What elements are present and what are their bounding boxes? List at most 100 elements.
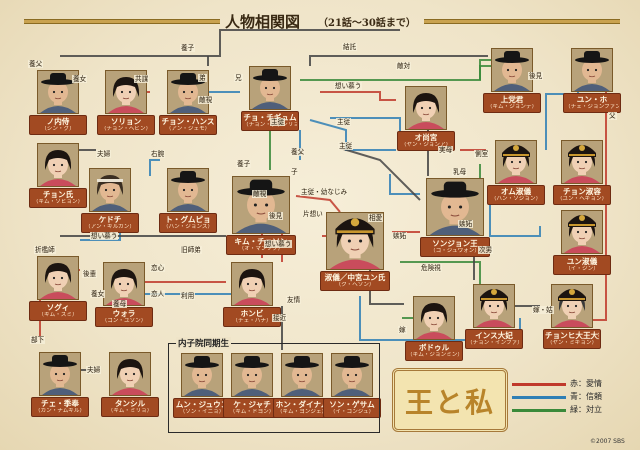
- actor-name: （キム・ソヒョン）: [32, 199, 84, 205]
- chart-title: 人物相関図 （21話～30話まで）: [0, 8, 640, 34]
- title-bar-right: [424, 19, 620, 24]
- relation-label: 主従: [270, 118, 286, 126]
- portrait-jotoshin: [491, 48, 533, 92]
- character-name: ウォラ: [112, 309, 136, 318]
- relation-label: 接近: [272, 314, 288, 322]
- actor-name: （ク・ヘソン）: [335, 282, 375, 288]
- classmates-title: 内子院同期生: [176, 337, 232, 349]
- relation-label: 養女: [90, 290, 106, 298]
- person-tanshiru: タンシル（キム・ミリョ）: [100, 352, 160, 417]
- nameplate-munju: ムン・ジュウン（ソン・イニョ）: [173, 398, 231, 418]
- person-chemaebong: チェ・季奉（カン・ナムギル）: [30, 352, 90, 417]
- actor-name: （キム・ミリョ）: [107, 408, 153, 414]
- portrait-insu: [473, 284, 515, 328]
- person-honbi: ホンビ（チェ・ハナ）: [222, 262, 282, 327]
- character-name: ソン・ゲサム: [329, 400, 375, 409]
- relation-line-trust: [489, 200, 541, 237]
- relation-line-neutral: [339, 147, 421, 201]
- legend-conflict: 緑：対立: [512, 404, 634, 417]
- nameplate-sogi: ソグィ（キム・スミ）: [29, 301, 87, 321]
- relation-line-neutral: [60, 29, 400, 57]
- nameplate-omsukui: オム淑儀（ハン・ソジョン）: [487, 185, 545, 205]
- actor-name: （キム・ドヨン）: [229, 409, 275, 415]
- relation-label: 恋人: [150, 290, 166, 298]
- character-name: ソリョン: [110, 117, 142, 126]
- relation-label: 折檻師: [34, 246, 56, 254]
- relation-label: 子: [290, 168, 299, 176]
- actor-name: （ハン・ジョンス）: [162, 224, 214, 230]
- relation-label: 相愛: [368, 214, 384, 222]
- nameplate-ura: ウォラ（コン・ユソン）: [95, 307, 153, 327]
- actor-name: （シン・グ）: [41, 126, 75, 132]
- actor-name: （カン・ナムギル）: [34, 408, 86, 414]
- actor-name: （キム・ジョンミン）: [407, 352, 461, 358]
- relation-label: 後見: [268, 212, 284, 220]
- relation-line-trust: [149, 159, 160, 176]
- portrait-chemaebong: [39, 352, 81, 396]
- person-munju: ムン・ジュウン（ソン・イニョ）: [172, 353, 232, 418]
- relation-label: 後輩: [82, 270, 98, 278]
- character-name: チョン氏: [42, 190, 74, 199]
- relation-line-conflict: [400, 261, 481, 284]
- nameplate-hondingam: ホン・ダイナム（キム・ヨンジェ）: [273, 398, 331, 418]
- logo-text: 王と私: [404, 386, 495, 419]
- character-name: ムン・ジュウン: [175, 400, 229, 409]
- portrait-nonaeshi: [37, 70, 79, 114]
- relation-label: 後見: [528, 72, 544, 80]
- person-yunsukui: ユン淑儀（イ・ジン）: [552, 210, 612, 275]
- person-soryon: ソリョン（チョン・ヘビン）: [96, 70, 156, 135]
- portrait-omsukui: [495, 140, 537, 184]
- nameplate-yunsukui: ユン淑儀（イ・ジン）: [553, 255, 611, 275]
- relation-label: 旧師弟: [180, 246, 202, 254]
- relation-line-neutral: [309, 55, 488, 66]
- relation-label: 危険視: [420, 264, 442, 272]
- character-name: タンシル: [114, 399, 146, 408]
- person-hondingam: ホン・ダイナム（キム・ヨンジェ）: [272, 353, 332, 418]
- person-kejakchi: ケ・ジャチ（キム・ドヨン）: [222, 353, 282, 418]
- relation-line-trust: [330, 117, 401, 132]
- actor-name: （ヤン・ミギョン）: [546, 340, 598, 346]
- relation-label: 敵視: [198, 96, 214, 104]
- person-jotoshin: 上党君（キム・ジョンテ）: [482, 48, 542, 113]
- relation-label: 想い慕う: [334, 82, 363, 90]
- actor-name: （ソン・イニョ）: [179, 409, 225, 415]
- logo: 王と私: [392, 368, 508, 432]
- actor-name: （キム・ヨンジェ）: [276, 409, 328, 415]
- relation-label: 共謀: [134, 75, 150, 83]
- relation-line-trust: [309, 119, 396, 151]
- relation-label: 右腕: [150, 150, 166, 158]
- relation-label: 嫉妬: [458, 220, 474, 228]
- relation-label: 乳母: [452, 168, 468, 176]
- character-name: ソグィ: [46, 303, 70, 312]
- character-name: チェ・季奉: [41, 399, 79, 408]
- nameplate-chonhui: チョンヒ大王大妃（ヤン・ミギョン）: [543, 329, 601, 349]
- nameplate-yunho: ユン・ホ（チェ・ジョンファン）: [563, 93, 621, 113]
- person-ura: ウォラ（コン・ユソン）: [94, 262, 154, 327]
- relation-line-trust: [389, 174, 420, 195]
- character-name: 淑儀／中宮ユン氏: [324, 273, 386, 282]
- portrait-chogiyun: [249, 66, 291, 110]
- relation-label: 養母: [112, 300, 128, 308]
- person-chonshi: チョン氏（キム・ソヒョン）: [28, 143, 88, 208]
- legend-conflict-swatch: [512, 409, 566, 412]
- nameplate-nonaeshi: ノ内侍（シン・グ）: [29, 115, 87, 135]
- portrait-hondingam: [281, 353, 323, 397]
- person-yunho: ユン・ホ（チェ・ジョンファン）: [562, 48, 622, 113]
- relation-label: 想い慕う: [90, 232, 119, 240]
- actor-name: （アン・ギルガン）: [85, 224, 135, 230]
- nameplate-kadukya: ケドチ（アン・ギルガン）: [81, 213, 139, 233]
- relation-label: 父: [608, 112, 617, 120]
- character-name: オム淑儀: [500, 187, 532, 196]
- relation-label: 実母: [438, 146, 454, 154]
- relation-line-love: [320, 91, 396, 101]
- actor-name: （キム・スミ）: [38, 312, 78, 318]
- actor-name: （イ・ジン）: [565, 266, 599, 272]
- portrait-yunho: [571, 48, 613, 92]
- character-name: インス大妃: [475, 331, 513, 340]
- character-name: チョン淑容: [563, 187, 601, 196]
- legend-trust-swatch: [512, 396, 566, 399]
- relation-label: 友情: [286, 296, 302, 304]
- relation-label: 部下: [30, 336, 46, 344]
- portrait-kadukya: [89, 168, 131, 212]
